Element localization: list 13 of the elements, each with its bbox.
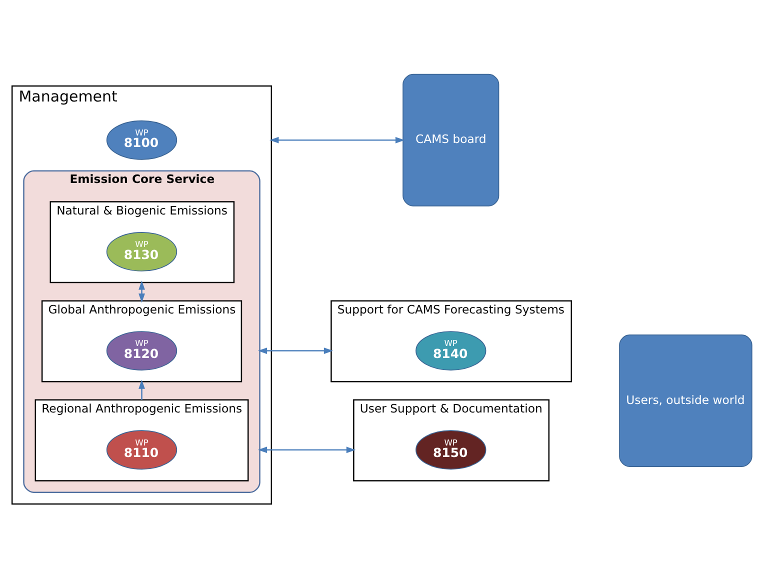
node-ellipse: WP 8150 bbox=[416, 430, 486, 470]
arrow bbox=[258, 348, 334, 354]
arrow bbox=[138, 280, 145, 303]
node-ellipse: WP 8100 bbox=[106, 120, 178, 160]
node-ellipse: WP 8130 bbox=[106, 232, 178, 272]
arrow bbox=[138, 380, 145, 400]
node-box: Users, outside world bbox=[619, 334, 752, 467]
node-ellipse: WP 8120 bbox=[106, 331, 178, 370]
node-ellipse: WP 8110 bbox=[106, 430, 178, 470]
arrow bbox=[258, 446, 356, 454]
arrow bbox=[270, 136, 405, 144]
node-ellipse: WP 8140 bbox=[416, 331, 486, 370]
node-box: CAMS board bbox=[402, 74, 500, 206]
